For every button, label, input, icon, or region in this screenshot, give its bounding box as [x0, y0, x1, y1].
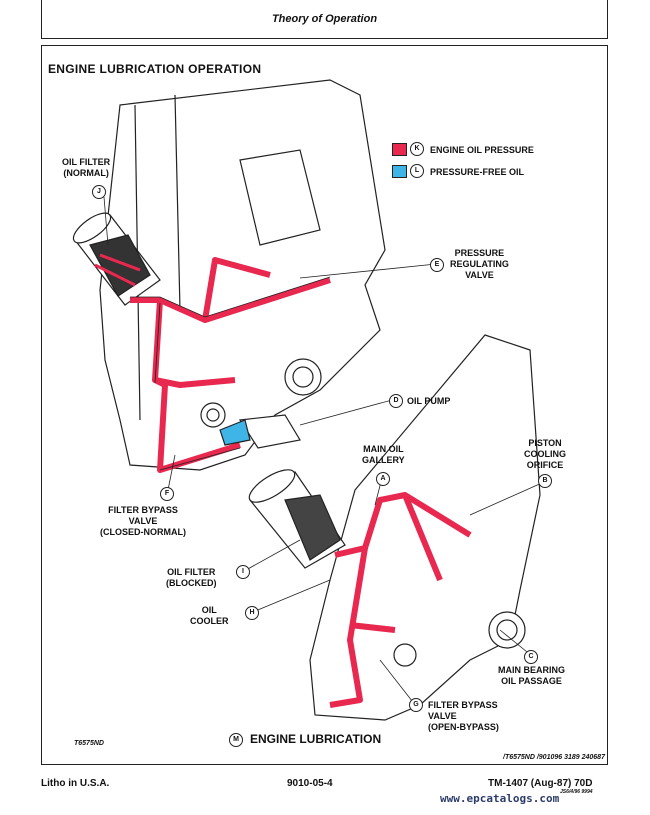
callout-i: I [236, 565, 250, 579]
lower-oil-filter [248, 469, 346, 569]
figure-frame [41, 45, 608, 765]
caption-engine-lubrication: ENGINE LUBRICATION [250, 732, 382, 746]
label-oil-filter-normal: OIL FILTER (NORMAL) [62, 157, 111, 178]
callout-h: H [245, 606, 259, 620]
watermark: www.epcatalogs.com [440, 792, 560, 805]
oil-pump [219, 414, 301, 449]
footer-page-number: 9010-05-4 [287, 778, 333, 789]
lower-engine-block [309, 334, 541, 721]
label-oil-pump: OIL PUMP [407, 396, 451, 406]
figure-ref-text: /T6575ND /901096 3189 240687 [503, 754, 605, 761]
label-oil-cooler: OIL COOLER [190, 605, 229, 626]
footer-small-ref: JS6/4/96 9994 [560, 789, 593, 795]
upper-engine-block [99, 79, 386, 471]
footer-tm-number: TM-1407 (Aug-87) 70D [488, 778, 593, 789]
callout-g: G [409, 698, 423, 712]
label-main-oil-gallery: MAIN OIL GALLERY [362, 444, 405, 465]
caption-letter-m: M [229, 733, 243, 747]
footer-litho: Litho in U.S.A. [41, 778, 110, 789]
label-piston-cooling-orifice: PISTON COOLING ORIFICE [524, 438, 566, 470]
legend-swatch-pressure [392, 143, 407, 156]
upper-oil-filter [72, 212, 161, 306]
page-header: Theory of Operation [41, 0, 608, 39]
callout-c: C [524, 650, 538, 664]
legend-letter-l: L [410, 164, 424, 178]
callout-f: F [160, 487, 174, 501]
label-filter-bypass-open: FILTER BYPASS VALVE (OPEN-BYPASS) [428, 700, 499, 732]
callout-b: B [538, 474, 552, 488]
legend-label-pressure-free: PRESSURE-FREE OIL [430, 167, 525, 177]
label-pressure-regulating-valve: PRESSURE REGULATING VALVE [450, 248, 509, 280]
label-main-bearing-oil-passage: MAIN BEARING OIL PASSAGE [498, 665, 565, 686]
label-filter-bypass-closed: FILTER BYPASS VALVE (CLOSED-NORMAL) [100, 505, 186, 537]
callout-j: J [92, 185, 106, 199]
label-oil-filter-blocked: OIL FILTER (BLOCKED) [166, 567, 217, 588]
figure-id: T6575ND [74, 740, 104, 747]
lower-oil-passages [329, 492, 472, 708]
upper-oil-passages [130, 257, 331, 473]
legend-label-pressure: ENGINE OIL PRESSURE [430, 145, 534, 155]
leader-lines [103, 196, 545, 707]
figure-title: ENGINE LUBRICATION OPERATION [48, 62, 262, 76]
callout-d: D [389, 394, 403, 408]
page-header-title: Theory of Operation [271, 13, 378, 25]
callout-a: A [376, 472, 390, 486]
legend-letter-k: K [410, 142, 424, 156]
upper-oil-passages-outline [130, 276, 331, 471]
callout-e: E [430, 258, 444, 272]
legend-swatch-pressure-free [392, 165, 407, 178]
